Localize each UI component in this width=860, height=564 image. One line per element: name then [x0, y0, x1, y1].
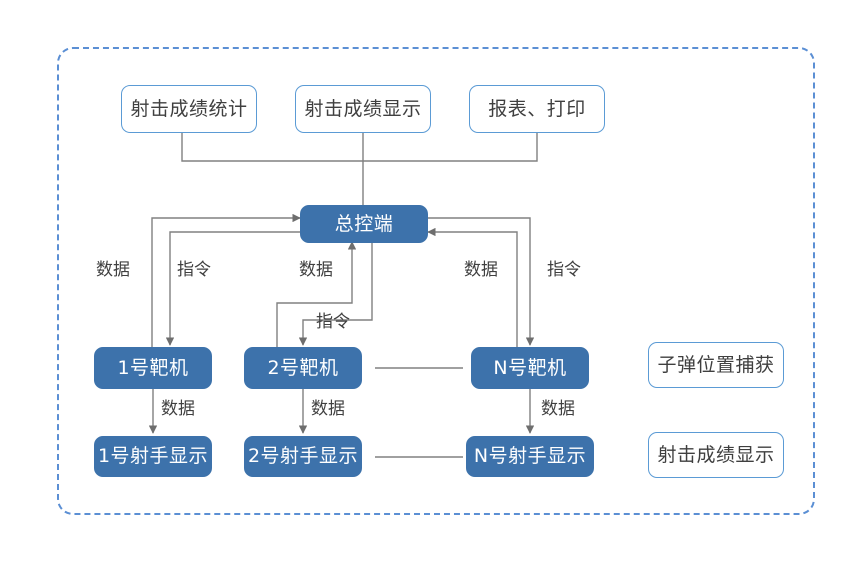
node-master-control[interactable]: 总控端	[300, 205, 428, 243]
node-shooter-display-n[interactable]: N号射手显示	[466, 436, 594, 477]
node-label: 1号靶机	[117, 356, 189, 379]
node-label: N号靶机	[493, 356, 567, 379]
system-boundary-frame	[57, 47, 815, 515]
node-target-machine-1[interactable]: 1号靶机	[94, 347, 212, 389]
node-report-print[interactable]: 报表、打印	[469, 85, 605, 133]
edge-label-command-targetn: 指令	[547, 260, 581, 280]
node-shooting-score-stats[interactable]: 射击成绩统计	[121, 85, 257, 133]
node-shooting-score-display-top[interactable]: 射击成绩显示	[295, 85, 431, 133]
node-label: 射击成绩显示	[304, 97, 422, 120]
node-label: 子弹位置捕获	[657, 353, 775, 376]
edge-label-data-target2: 数据	[299, 260, 333, 280]
edge-label-data-target1: 数据	[96, 260, 130, 280]
node-label: 射击成绩显示	[657, 443, 775, 466]
node-label: 2号靶机	[267, 356, 339, 379]
edge-label-data-targetn: 数据	[464, 260, 498, 280]
node-shooter-display-2[interactable]: 2号射手显示	[244, 436, 362, 477]
edge-label-command-target2: 指令	[316, 312, 350, 332]
node-label: N号射手显示	[473, 445, 587, 467]
node-label: 射击成绩统计	[130, 97, 248, 120]
edge-label-data-shootern: 数据	[541, 399, 575, 419]
node-label: 1号射手显示	[97, 445, 209, 467]
node-shooter-display-1[interactable]: 1号射手显示	[94, 436, 212, 477]
edge-label-data-shooter2: 数据	[311, 399, 345, 419]
node-target-machine-n[interactable]: N号靶机	[471, 347, 589, 389]
edge-label-data-shooter1: 数据	[161, 399, 195, 419]
node-bullet-position-capture[interactable]: 子弹位置捕获	[648, 342, 784, 388]
node-target-machine-2[interactable]: 2号靶机	[244, 347, 362, 389]
node-label: 报表、打印	[488, 97, 586, 120]
edge-label-command-target1: 指令	[177, 260, 211, 280]
node-shooting-score-display-legend[interactable]: 射击成绩显示	[648, 432, 784, 478]
node-label: 2号射手显示	[247, 445, 359, 467]
node-label: 总控端	[334, 212, 394, 235]
